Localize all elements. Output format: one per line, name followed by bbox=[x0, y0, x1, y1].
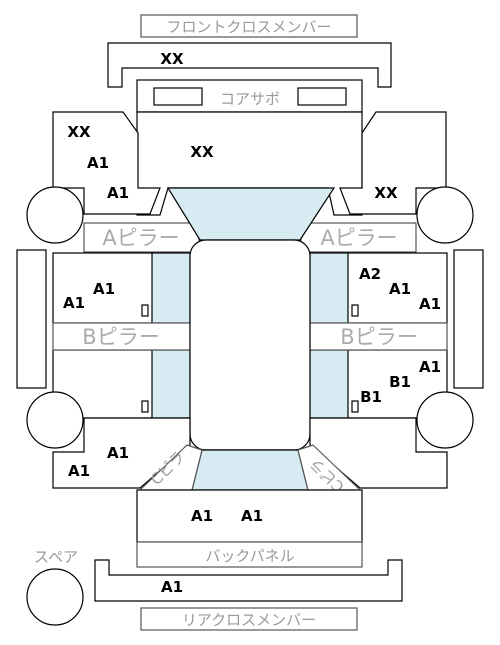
trunk-grade-b: A1 bbox=[241, 507, 263, 525]
right-front-fender-part bbox=[339, 111, 447, 215]
windshield bbox=[166, 187, 336, 241]
hood-grade: XX bbox=[190, 143, 214, 161]
spare-tire bbox=[26, 568, 84, 626]
left-rear-door-handle bbox=[141, 400, 149, 413]
left-front-fender-part bbox=[52, 111, 161, 215]
front-cross-member-label: フロントクロスメンバー bbox=[166, 18, 331, 36]
a-pillar-left-label: Aピラー bbox=[102, 226, 179, 250]
left-front-door-handle bbox=[141, 304, 149, 317]
left-front-door-window bbox=[151, 252, 191, 324]
left-rear-quarter-panel bbox=[52, 417, 191, 489]
left-rear-quarter-grade-b: A1 bbox=[68, 462, 90, 480]
right-front-door-handle bbox=[351, 304, 359, 317]
core-support-right-hole bbox=[297, 87, 347, 106]
left-front-fender-grade-low: A1 bbox=[107, 184, 129, 202]
core-support-left-hole bbox=[153, 87, 203, 106]
front-cross-member-label-box bbox=[140, 14, 358, 38]
rear-cross-member-label-box bbox=[140, 607, 358, 631]
back-panel-box bbox=[136, 541, 363, 568]
b-pillar-left-box bbox=[52, 322, 191, 351]
left-rocker-panel bbox=[16, 249, 47, 389]
left-front-wheel bbox=[26, 186, 84, 244]
left-rear-quarter-grade-a: A1 bbox=[107, 444, 129, 462]
left-front-door-grade-b: A1 bbox=[63, 294, 85, 312]
right-rear-wheel bbox=[416, 391, 474, 449]
right-front-door-grade-a: A2 bbox=[359, 265, 381, 283]
right-rear-door-window bbox=[309, 349, 349, 419]
right-front-door-grade-b: A1 bbox=[389, 280, 411, 298]
trunk-grade-a: A1 bbox=[191, 507, 213, 525]
right-rocker-panel bbox=[453, 249, 484, 389]
a-pillar-right-box bbox=[300, 222, 417, 253]
right-rear-door-grade-c: B1 bbox=[360, 388, 382, 406]
roof-panel bbox=[189, 239, 311, 451]
right-front-wheel bbox=[416, 186, 474, 244]
right-rear-door-grade-a: A1 bbox=[419, 358, 441, 376]
left-rear-door-window bbox=[151, 349, 191, 419]
left-rear-wheel bbox=[26, 391, 84, 449]
left-front-door-grade-a: A1 bbox=[93, 280, 115, 298]
right-front-door-window bbox=[309, 252, 349, 324]
rear-cross-member-grade: A1 bbox=[161, 578, 183, 596]
right-rear-door-handle bbox=[351, 400, 359, 413]
a-pillar-right-label: Aピラー bbox=[320, 226, 397, 250]
front-cross-member-grade: XX bbox=[160, 50, 184, 68]
left-front-fender-grade-upper: XX bbox=[67, 123, 91, 141]
b-pillar-left-label: Bピラー bbox=[82, 325, 159, 349]
rear-window bbox=[191, 449, 309, 491]
right-front-fender-grade: XX bbox=[374, 184, 398, 202]
right-front-door-grade-c: A1 bbox=[419, 295, 441, 313]
left-front-fender-grade-mid: A1 bbox=[87, 154, 109, 172]
rear-cross-member-label: リアクロスメンバー bbox=[182, 611, 316, 629]
b-pillar-right-label: Bピラー bbox=[340, 325, 417, 349]
back-panel-label: バックパネル bbox=[205, 547, 294, 565]
rear-cross-member-part bbox=[94, 559, 403, 602]
spare-tire-label: スペア bbox=[34, 548, 78, 566]
front-cross-member-part bbox=[107, 42, 392, 88]
right-rear-door-grade-b: B1 bbox=[389, 373, 411, 391]
right-rear-quarter-panel bbox=[309, 417, 448, 489]
core-support-label: コアサポ bbox=[220, 90, 280, 108]
trunk-lid bbox=[136, 489, 363, 543]
a-pillar-left-box bbox=[83, 222, 200, 253]
